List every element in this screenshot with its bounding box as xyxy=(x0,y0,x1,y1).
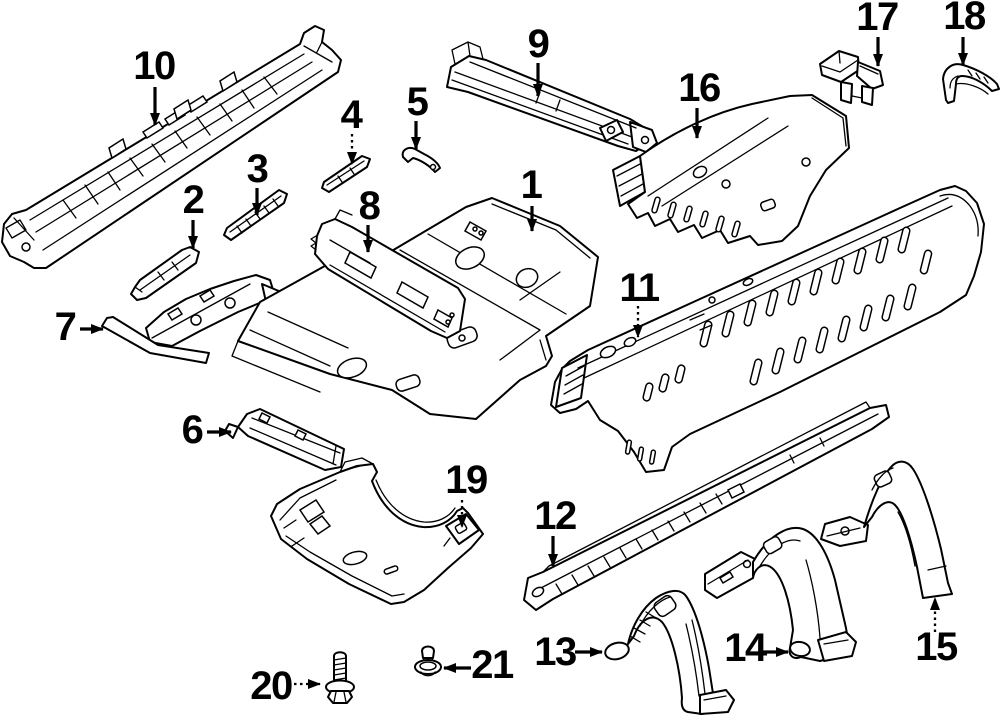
callout-3: 3 xyxy=(247,147,269,216)
part-6-illustration xyxy=(224,408,345,471)
callout-number: 15 xyxy=(915,625,958,669)
part-15-illustration xyxy=(820,460,953,599)
callout-number: 13 xyxy=(534,630,576,674)
callout-5: 5 xyxy=(407,80,430,150)
callout-number: 6 xyxy=(182,408,203,452)
part-14-illustration xyxy=(704,526,857,662)
part-4-illustration xyxy=(321,155,371,193)
callout-number: 1 xyxy=(521,163,543,207)
callout-15: 15 xyxy=(915,597,959,669)
callout-number: 2 xyxy=(183,178,204,222)
part-9-illustration xyxy=(446,41,658,153)
part-16-illustration xyxy=(599,94,850,246)
callout-number: 21 xyxy=(471,643,514,687)
callout-14: 14 xyxy=(724,626,789,670)
callout-10: 10 xyxy=(133,44,176,126)
callout-12: 12 xyxy=(534,494,577,567)
callout-number: 20 xyxy=(250,664,292,708)
callout-number: 9 xyxy=(528,22,549,66)
callout-1: 1 xyxy=(521,163,544,232)
callout-7: 7 xyxy=(55,305,104,349)
callout-8: 8 xyxy=(359,184,382,253)
callout-number: 3 xyxy=(247,147,268,191)
callout-number: 12 xyxy=(534,494,576,538)
callout-6: 6 xyxy=(182,408,232,452)
callout-number: 17 xyxy=(856,0,898,39)
callout-9: 9 xyxy=(528,22,550,97)
part-5-illustration xyxy=(401,147,441,173)
part-2-illustration xyxy=(130,246,200,301)
callout-16: 16 xyxy=(678,66,721,139)
part-11-illustration xyxy=(550,185,985,473)
part-13-illustration xyxy=(604,590,735,715)
callout-number: 7 xyxy=(55,305,76,349)
callout-19: 19 xyxy=(445,458,488,528)
callout-2: 2 xyxy=(183,178,205,249)
part-12-illustration xyxy=(523,401,890,611)
callout-number: 11 xyxy=(619,266,660,310)
part-10-illustration xyxy=(1,25,342,269)
callout-17: 17 xyxy=(856,0,899,67)
callout-number: 19 xyxy=(445,458,487,502)
callout-number: 5 xyxy=(407,80,429,124)
callout-21: 21 xyxy=(443,643,515,687)
part-18-illustration xyxy=(942,63,1000,104)
callout-number: 10 xyxy=(133,44,175,88)
part-8-illustration xyxy=(310,209,466,339)
part-21-illustration xyxy=(414,645,442,677)
callout-number: 14 xyxy=(724,626,768,670)
callout-11: 11 xyxy=(619,266,661,338)
callout-number: 8 xyxy=(359,184,381,228)
part-20-illustration xyxy=(325,651,355,704)
callout-number: 16 xyxy=(678,66,720,110)
callout-13: 13 xyxy=(534,630,603,674)
part-17-illustration xyxy=(819,50,884,106)
callout-4: 4 xyxy=(341,93,365,165)
callout-number: 18 xyxy=(943,0,986,38)
callout-number: 4 xyxy=(341,93,364,137)
callout-20: 20 xyxy=(250,664,321,708)
callout-18: 18 xyxy=(943,0,987,66)
